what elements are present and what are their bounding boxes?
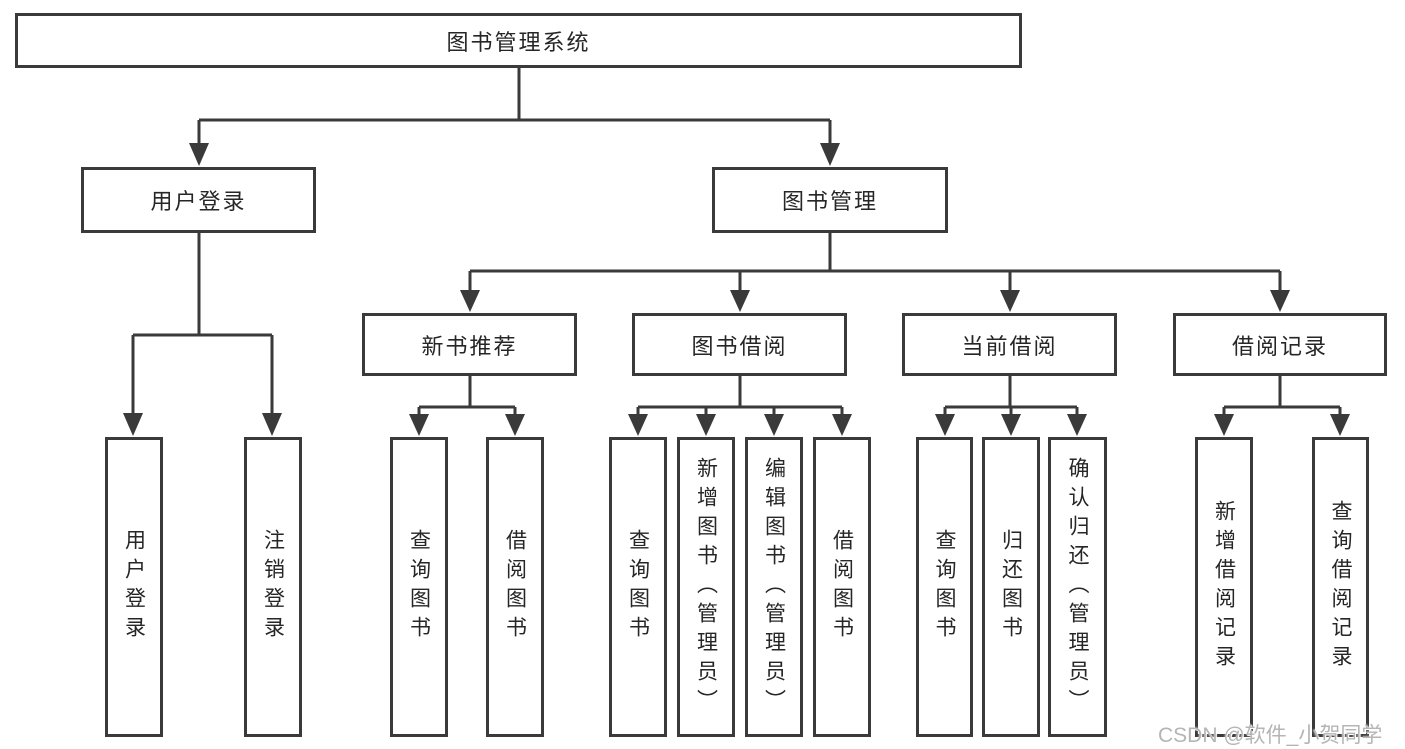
node-user-login-label: 用户登录 bbox=[150, 189, 247, 214]
node-new-book-recommend: 新书推荐 bbox=[362, 313, 577, 376]
node-root-label: 图书管理系统 bbox=[446, 29, 591, 55]
node-user-login: 用户登录 bbox=[81, 167, 316, 233]
node-borrow-records-label: 借阅记录 bbox=[1231, 333, 1328, 359]
leaf-confirm-return-admin: 确认归还（管理员） bbox=[1048, 437, 1107, 737]
node-book-management-label: 图书管理 bbox=[781, 189, 878, 214]
arrowheads bbox=[123, 143, 1350, 436]
leaf-return-books: 归还图书 bbox=[982, 437, 1040, 737]
leaf-query-borrow-record: 查询借阅记录 bbox=[1312, 437, 1369, 737]
leaf-edit-book-admin: 编辑图书（管理员） bbox=[745, 437, 803, 737]
leaf-add-book-admin: 新增图书（管理员） bbox=[677, 437, 735, 737]
node-book-borrow: 图书借阅 bbox=[632, 313, 847, 376]
leaf-add-borrow-record: 新增借阅记录 bbox=[1195, 437, 1253, 737]
node-new-book-recommend-label: 新书推荐 bbox=[421, 333, 518, 359]
node-root: 图书管理系统 bbox=[15, 13, 1022, 68]
csdn-watermark: CSDN @软件_小贺同学 bbox=[1158, 724, 1383, 747]
leaf-query-books-recommend-label: 查询图书 bbox=[407, 529, 431, 645]
leaf-query-books-borrow: 查询图书 bbox=[609, 437, 667, 737]
leaf-query-borrow-record-label: 查询借阅记录 bbox=[1329, 500, 1352, 674]
leaf-borrow-books-borrow-label: 借阅图书 bbox=[830, 529, 854, 645]
leaf-borrow-books-recommend-label: 借阅图书 bbox=[503, 529, 527, 645]
leaf-user-login-label: 用户登录 bbox=[122, 529, 146, 645]
leaf-add-borrow-record-label: 新增借阅记录 bbox=[1212, 500, 1236, 674]
leaf-confirm-return-admin-label: 确认归还（管理员） bbox=[1066, 456, 1089, 718]
leaf-borrow-books-borrow: 借阅图书 bbox=[813, 437, 871, 737]
leaf-return-books-label: 归还图书 bbox=[999, 529, 1023, 645]
node-book-borrow-label: 图书借阅 bbox=[691, 333, 788, 359]
node-book-management: 图书管理 bbox=[712, 167, 948, 233]
leaf-query-books-current: 查询图书 bbox=[916, 437, 973, 737]
node-current-borrow: 当前借阅 bbox=[902, 313, 1117, 376]
leaf-borrow-books-recommend: 借阅图书 bbox=[486, 437, 544, 737]
leaf-add-book-admin-label: 新增图书（管理员） bbox=[694, 456, 718, 718]
node-borrow-records: 借阅记录 bbox=[1173, 313, 1387, 376]
leaf-edit-book-admin-label: 编辑图书（管理员） bbox=[762, 456, 786, 718]
leaf-query-books-recommend: 查询图书 bbox=[390, 437, 448, 737]
leaf-query-books-current-label: 查询图书 bbox=[933, 529, 956, 645]
leaf-logout-login: 注销登录 bbox=[244, 437, 302, 737]
node-current-borrow-label: 当前借阅 bbox=[961, 333, 1058, 359]
leaf-logout-login-label: 注销登录 bbox=[261, 529, 285, 645]
leaf-query-books-borrow-label: 查询图书 bbox=[626, 529, 650, 645]
leaf-user-login: 用户登录 bbox=[105, 437, 163, 737]
